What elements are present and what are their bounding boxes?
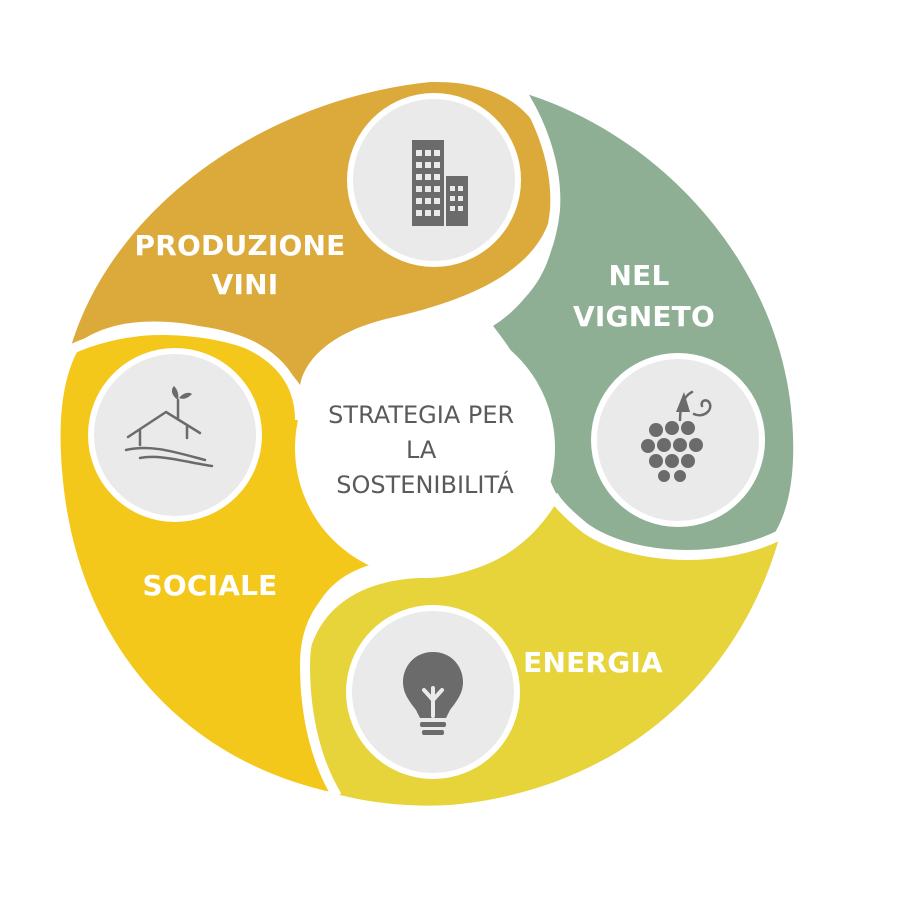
label-produzione-vini-line-1: PRODUZIONE [135,229,346,262]
center-title-line-3: SOSTENIBILITÁ [336,470,514,499]
center-circle [295,318,555,578]
center-title-line-2: LA [406,436,437,464]
buildings-icon [347,93,521,267]
lightbulb-icon [346,605,520,779]
segment-separators [67,87,783,799]
grapes-icon [591,353,765,527]
center-title: STRATEGIA PER LA SOSTENIBILITÁ [328,401,522,499]
label-produzione-vini-line-2: VINI [212,268,279,301]
label-sociale: SOCIALE [143,569,278,602]
label-energia-line-1: ENERGIA [523,646,663,679]
house-icon [88,348,262,522]
label-nel-vigneto-line-2: VIGNETO [573,300,715,333]
label-produzione-vini: PRODUZIONE VINI [135,229,356,301]
label-energia: ENERGIA [523,646,663,679]
center-title-line-1: STRATEGIA PER [328,401,514,429]
label-nel-vigneto: NEL VIGNETO [573,259,715,333]
label-sociale-line-1: SOCIALE [143,569,278,602]
label-nel-vigneto-line-1: NEL [609,259,670,292]
